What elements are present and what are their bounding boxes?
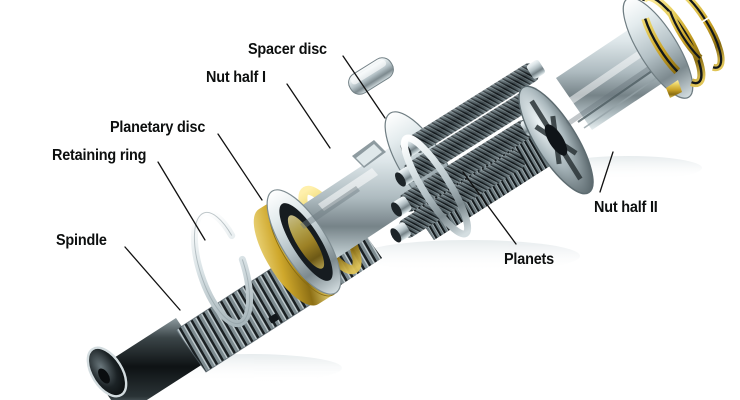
nut-half-ii-part [518,0,725,195]
callout-spacer-disc: Spacer disc [248,41,327,58]
leader-spindle [124,246,181,311]
leader-planetary-disc [217,133,263,201]
callout-nut-half-i: Nut half I [206,69,266,86]
spacer-disc-part [348,57,394,95]
leader-nut-half-i [286,83,331,149]
retaining-ring-part [190,208,279,328]
leader-lines [124,55,614,311]
callout-planetary-disc: Planetary disc [110,119,206,136]
callout-spindle: Spindle [56,232,107,249]
leader-nut-half-ii [599,151,614,193]
callout-retaining-ring: Retaining ring [52,147,147,164]
callout-nut-half-ii: Nut half II [594,199,658,216]
leader-retaining-ring [157,161,206,241]
leader-planets [462,171,517,245]
leader-spacer-disc [342,55,386,119]
callout-planets: Planets [504,251,554,268]
